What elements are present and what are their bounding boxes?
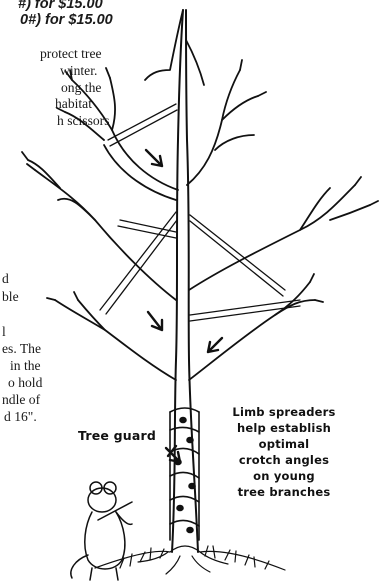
tree-trunk [172,10,198,552]
tree-guard-label: Tree guard [78,428,156,444]
arrow-icons [146,150,222,462]
caption-line: on young [224,468,344,484]
limb-spreaders [100,104,300,321]
caption-line: crotch angles [224,452,344,468]
limb-spreaders-caption: Limb spreaders help establish optimal cr… [224,404,344,500]
caption-line: tree branches [224,484,344,500]
ground-grass [95,546,285,574]
caption-line: optimal [224,436,344,452]
caption-line: Limb spreaders [224,404,344,420]
caption-line: help establish [224,420,344,436]
tree-branches [22,10,378,380]
